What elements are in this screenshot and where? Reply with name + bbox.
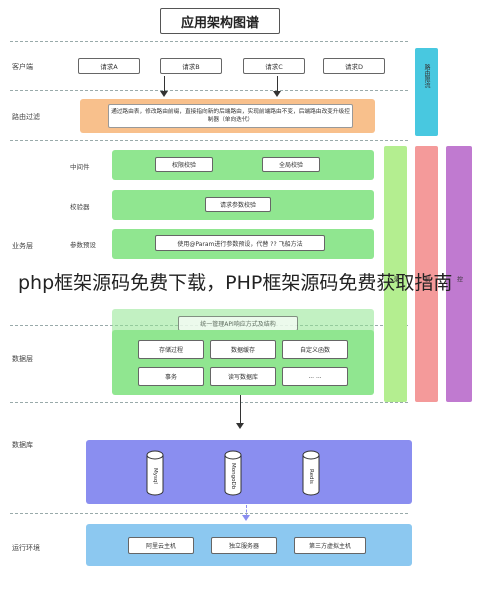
stored-procedure: 存储过程 xyxy=(138,340,204,359)
flow-arrow xyxy=(240,395,241,425)
request-param-check: 请求参数校验 xyxy=(205,197,271,212)
mysql-label: Mysql xyxy=(152,468,158,484)
sublayer-validator: 校验器 xyxy=(70,203,90,211)
runtime-flow-arrow xyxy=(246,505,247,517)
sublayer-params: 参数预设 xyxy=(70,241,96,249)
layer-label-database: 数据库 xyxy=(12,441,33,449)
read-write-database: 读写数据库 xyxy=(210,367,276,386)
mongodb-label: MongoDb xyxy=(230,462,236,490)
transaction: 事务 xyxy=(138,367,204,386)
redis-cylinder-icon xyxy=(302,450,320,496)
aliyun-host: 阿里云主机 xyxy=(128,537,194,554)
layer-label-client: 客户端 xyxy=(12,63,33,71)
flow-arrowhead xyxy=(160,91,168,97)
side-column-purple-label: 控 xyxy=(455,276,463,282)
overlay-headline: php框架源码免费下载，PHP框架源码免费获取指南 xyxy=(18,272,453,294)
request-b: 请求B xyxy=(160,58,222,74)
layer-label-data: 数据层 xyxy=(12,355,33,363)
dedicated-server: 独立服务器 xyxy=(211,537,277,554)
global-check: 全局校验 xyxy=(262,157,320,172)
flow-arrowhead xyxy=(236,423,244,429)
layer-label-routing: 路由过滤 xyxy=(12,113,40,121)
request-d: 请求D xyxy=(323,58,385,74)
flow-arrowhead xyxy=(273,91,281,97)
diagram-title: 应用架构图谱 xyxy=(160,8,280,34)
database-panel xyxy=(86,440,412,504)
side-column-purple: 控 xyxy=(446,146,472,402)
redis-label: Redis xyxy=(308,468,314,484)
more-items: ... ... xyxy=(282,367,348,386)
middleware-panel xyxy=(112,150,374,180)
separator xyxy=(10,140,408,141)
request-a: 请求A xyxy=(78,58,140,74)
third-party-vhost: 第三方虚拟主机 xyxy=(294,537,366,554)
layer-label-runtime: 运行环境 xyxy=(12,544,40,552)
separator xyxy=(10,90,408,91)
custom-function: 自定义函数 xyxy=(282,340,348,359)
separator xyxy=(10,41,408,42)
routing-description: 通过路由表，修改路由前缀，直接指向新的后端路由，实现前端路由不变，后端路由改变升… xyxy=(108,104,353,128)
mysql-cylinder-icon xyxy=(146,450,164,496)
data-cache: 数据缓存 xyxy=(210,340,276,359)
flow-arrow xyxy=(277,76,278,92)
permission-check: 权限校验 xyxy=(155,157,213,172)
mongodb-cylinder-icon xyxy=(224,450,242,496)
unified-api-response: 统一管理API响应方式及结构 xyxy=(178,316,298,331)
separator xyxy=(10,513,408,514)
runtime-flow-arrowhead xyxy=(242,515,250,521)
side-column-green: 录 xyxy=(384,146,407,402)
separator xyxy=(10,402,408,403)
side-column-red: 制 xyxy=(415,146,438,402)
side-column-rate-limit-label: 路由限流 xyxy=(423,64,430,88)
flow-arrow xyxy=(164,76,165,92)
param-preset: 使用@Param进行参数预设，代替 ?? 飞船方法 xyxy=(155,235,325,251)
side-column-red-label: 制 xyxy=(423,276,430,282)
request-c: 请求C xyxy=(243,58,305,74)
sublayer-middleware: 中间件 xyxy=(70,163,90,171)
side-column-green-label: 录 xyxy=(392,276,399,282)
layer-label-business: 业务层 xyxy=(12,242,33,250)
side-column-rate-limit: 路由限流 xyxy=(415,48,438,136)
